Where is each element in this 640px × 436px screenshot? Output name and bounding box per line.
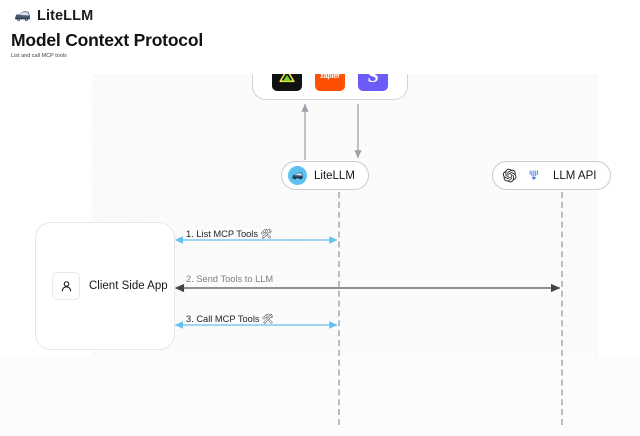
person-chip [52, 272, 80, 300]
edge-label-1: 1. List MCP Tools🛠 [186, 229, 272, 240]
slack-label: S [367, 64, 379, 87]
canvas-mask-bottom [0, 356, 640, 436]
anthropic-chip [524, 165, 544, 186]
edge-3-text: 3. Call MCP Tools [186, 314, 260, 324]
openai-icon [502, 168, 516, 183]
node-llm-api[interactable]: LLM API [492, 161, 612, 190]
zapier-label: zapier [320, 71, 340, 80]
brand[interactable]: LiteLLM [14, 7, 93, 24]
page-subtitle: List and call MCP tools [11, 53, 67, 59]
node-litellm[interactable]: LiteLLM [281, 161, 369, 190]
triangle-logo-icon [279, 68, 295, 82]
page-header: LiteLLM Model Context Protocol List and … [0, 0, 640, 74]
node-llm-api-label: LLM API [553, 169, 597, 182]
page-title: Model Context Protocol [11, 30, 203, 50]
litellm-avatar-icon [288, 166, 307, 185]
brand-name: LiteLLM [37, 7, 94, 24]
node-client-label: Client Side App [89, 280, 168, 292]
edge-label-2: 2. Send Tools to LLM [186, 274, 273, 284]
truck-icon [15, 11, 30, 21]
lifeline-llm-api [561, 192, 563, 425]
tools-emoji-icon: 🛠 [260, 229, 273, 240]
node-client-side-app[interactable]: Client Side App [35, 222, 175, 350]
edge-2-text: 2. Send Tools to LLM [186, 274, 274, 284]
tools-emoji-icon: 🛠 [261, 314, 274, 325]
node-litellm-label: LiteLLM [314, 169, 355, 182]
lifeline-litellm [338, 192, 340, 425]
person-icon [61, 280, 71, 292]
edge-1-text: 1. List MCP Tools [186, 229, 258, 239]
openai-chip [499, 165, 519, 186]
edge-label-3: 3. Call MCP Tools🛠 [186, 314, 274, 325]
anthropic-icon [529, 170, 538, 181]
